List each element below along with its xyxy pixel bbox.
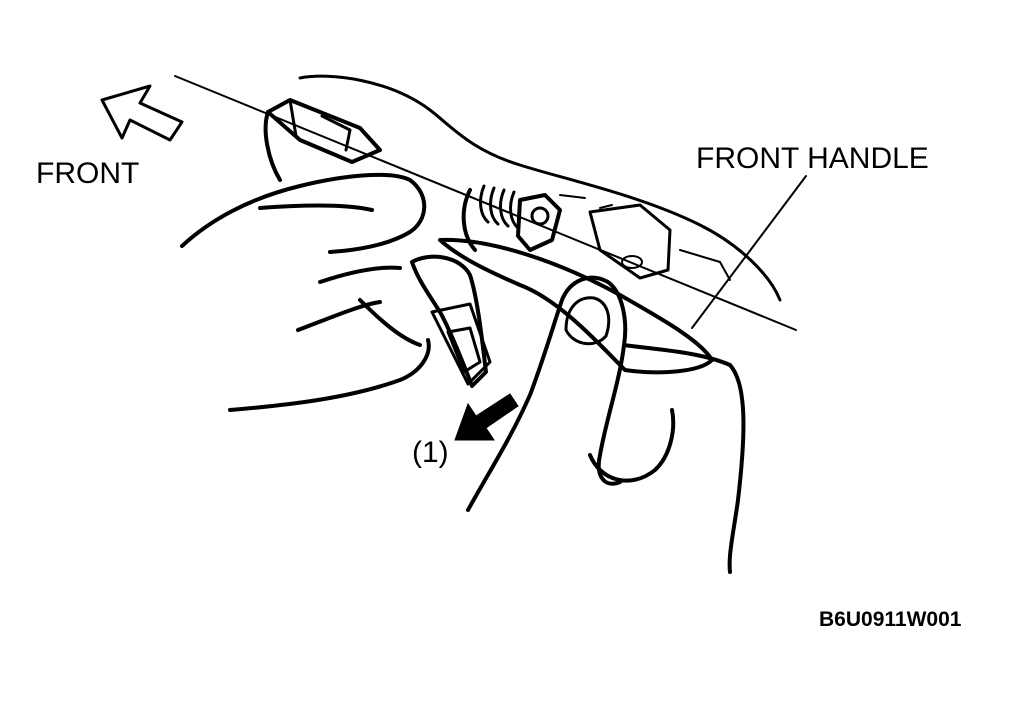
left-hand-thumb — [258, 203, 374, 212]
right-hand — [466, 275, 746, 574]
handle-latch — [263, 98, 382, 182]
step-number-label: (1) — [412, 436, 449, 469]
front-handle-label: FRONT HANDLE — [696, 142, 929, 175]
left-hand-upper — [180, 172, 427, 254]
front-direction-label: FRONT — [36, 157, 139, 190]
figure-code-label: B6U0911W001 — [819, 608, 962, 631]
front-handle-leader-line — [691, 175, 807, 329]
right-hand-fingernail — [564, 296, 611, 346]
panel-bosses — [559, 194, 731, 281]
retaining-clip — [410, 254, 492, 388]
pull-direction-arrow-icon — [454, 393, 519, 441]
front-arrow-icon — [100, 84, 184, 142]
front-handle — [438, 237, 714, 375]
left-hand-lower — [228, 265, 431, 412]
reference-line — [174, 75, 797, 331]
coil-spring — [461, 184, 562, 252]
trim-panel-outline — [298, 74, 782, 302]
